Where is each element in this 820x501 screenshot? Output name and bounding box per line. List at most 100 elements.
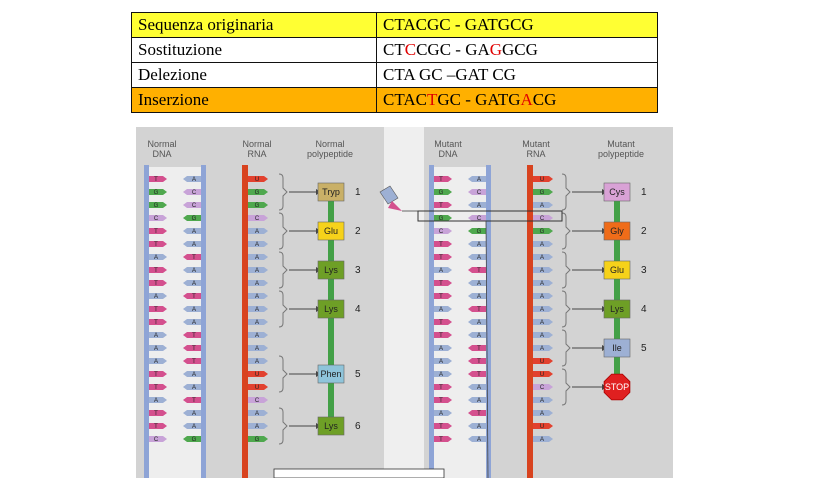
amino-acid-number: 5 [355, 369, 361, 380]
dna-base [434, 306, 452, 312]
dna-base-label: G [192, 216, 197, 222]
rna-base [533, 319, 553, 325]
dna-base [434, 215, 452, 221]
amino-acid-label: Lys [610, 304, 624, 314]
dna-base-label: T [439, 385, 443, 391]
rna-base [248, 332, 268, 338]
dna-base-label: T [192, 294, 196, 300]
polypeptide-chain [614, 192, 620, 387]
dna-base [434, 267, 452, 273]
dna-base-label: C [192, 190, 197, 196]
dna-base-label: C [192, 203, 197, 209]
dna-base [149, 228, 167, 234]
dna-base-label: T [439, 437, 443, 443]
dna-base [183, 267, 201, 273]
rna-base-label: A [255, 307, 259, 313]
dna-base [183, 228, 201, 234]
dna-base-label: A [154, 346, 158, 352]
dna-base [183, 319, 201, 325]
dna-base-label: A [477, 203, 481, 209]
dna-base [468, 280, 486, 286]
dna-base-label: T [477, 359, 481, 365]
rna-base [248, 293, 268, 299]
dna-base-label: C [154, 437, 159, 443]
dna-base [149, 358, 167, 364]
dna-base [468, 267, 486, 273]
rna-base-label: A [255, 411, 259, 417]
rna-base-label: G [540, 190, 545, 196]
rna-base [533, 345, 553, 351]
dna-base [149, 202, 167, 208]
sequence-segment: GC - GATG [437, 90, 521, 109]
dna-base [149, 384, 167, 390]
dna-base-label: A [192, 281, 196, 287]
dna-base [434, 176, 452, 182]
dna-base [468, 202, 486, 208]
dna-base [149, 332, 167, 338]
rna-base-label: G [255, 437, 260, 443]
amino-acid-label: Phen [320, 369, 341, 379]
dna-base-label: T [439, 294, 443, 300]
rna-base [248, 228, 268, 234]
dna-base-label: A [154, 294, 158, 300]
rna-base-label: A [255, 359, 259, 365]
rna-base-label: A [255, 255, 259, 261]
dna-base-label: A [477, 437, 481, 443]
dna-base [183, 176, 201, 182]
dna-base-label: A [477, 385, 481, 391]
dna-base [434, 319, 452, 325]
dna-base-label: T [439, 281, 443, 287]
dna-base [149, 293, 167, 299]
dna-base [468, 254, 486, 260]
dna-base-label: G [439, 190, 444, 196]
dna-base [183, 358, 201, 364]
dna-base [434, 332, 452, 338]
pointer-tip-icon [388, 201, 402, 211]
dna-base [149, 371, 167, 377]
rna-base-label: C [540, 216, 545, 222]
callout-box [417, 210, 563, 222]
dna-base-label: A [192, 268, 196, 274]
dna-base [434, 241, 452, 247]
amino-acid-number: 4 [641, 304, 647, 315]
rna-base [533, 176, 553, 182]
codon-bracket [561, 212, 571, 250]
dna-base [434, 189, 452, 195]
rna-base-label: A [255, 281, 259, 287]
dna-base [149, 410, 167, 416]
dna-base [434, 436, 452, 442]
rna-base-label: A [540, 346, 544, 352]
mutation-sequence: CTCCGC - GAGGCG [376, 37, 658, 63]
dna-base-label: T [192, 255, 196, 261]
rna-backbone [527, 165, 533, 478]
rna-base-label: A [255, 333, 259, 339]
dna-base [434, 345, 452, 351]
amino-acid-number: 4 [355, 304, 361, 315]
dna-base-label: A [154, 333, 158, 339]
rna-base [248, 176, 268, 182]
dna-base [434, 202, 452, 208]
dna-base-label: G [154, 190, 159, 196]
dna-base-label: A [154, 359, 158, 365]
dna-base-label: A [192, 242, 196, 248]
dna-base-label: A [439, 268, 443, 274]
dna-base [468, 384, 486, 390]
sequence-segment: CGC - GA [416, 40, 490, 59]
codon-bracket [561, 290, 571, 328]
rna-base-label: A [255, 229, 259, 235]
dna-base-label: A [477, 333, 481, 339]
amino-acid-number: 6 [355, 421, 361, 432]
rna-base-label: A [540, 281, 544, 287]
dna-base-label: T [192, 398, 196, 404]
rna-base-label: A [255, 424, 259, 430]
dna-base [183, 293, 201, 299]
rna-base [248, 423, 268, 429]
mutated-base: A [520, 90, 533, 109]
sequence-segment: CG [532, 90, 557, 109]
codon-bracket [561, 329, 571, 367]
dna-base-label: A [477, 424, 481, 430]
dna-base [468, 319, 486, 325]
amino-acid-number: 5 [641, 343, 647, 354]
